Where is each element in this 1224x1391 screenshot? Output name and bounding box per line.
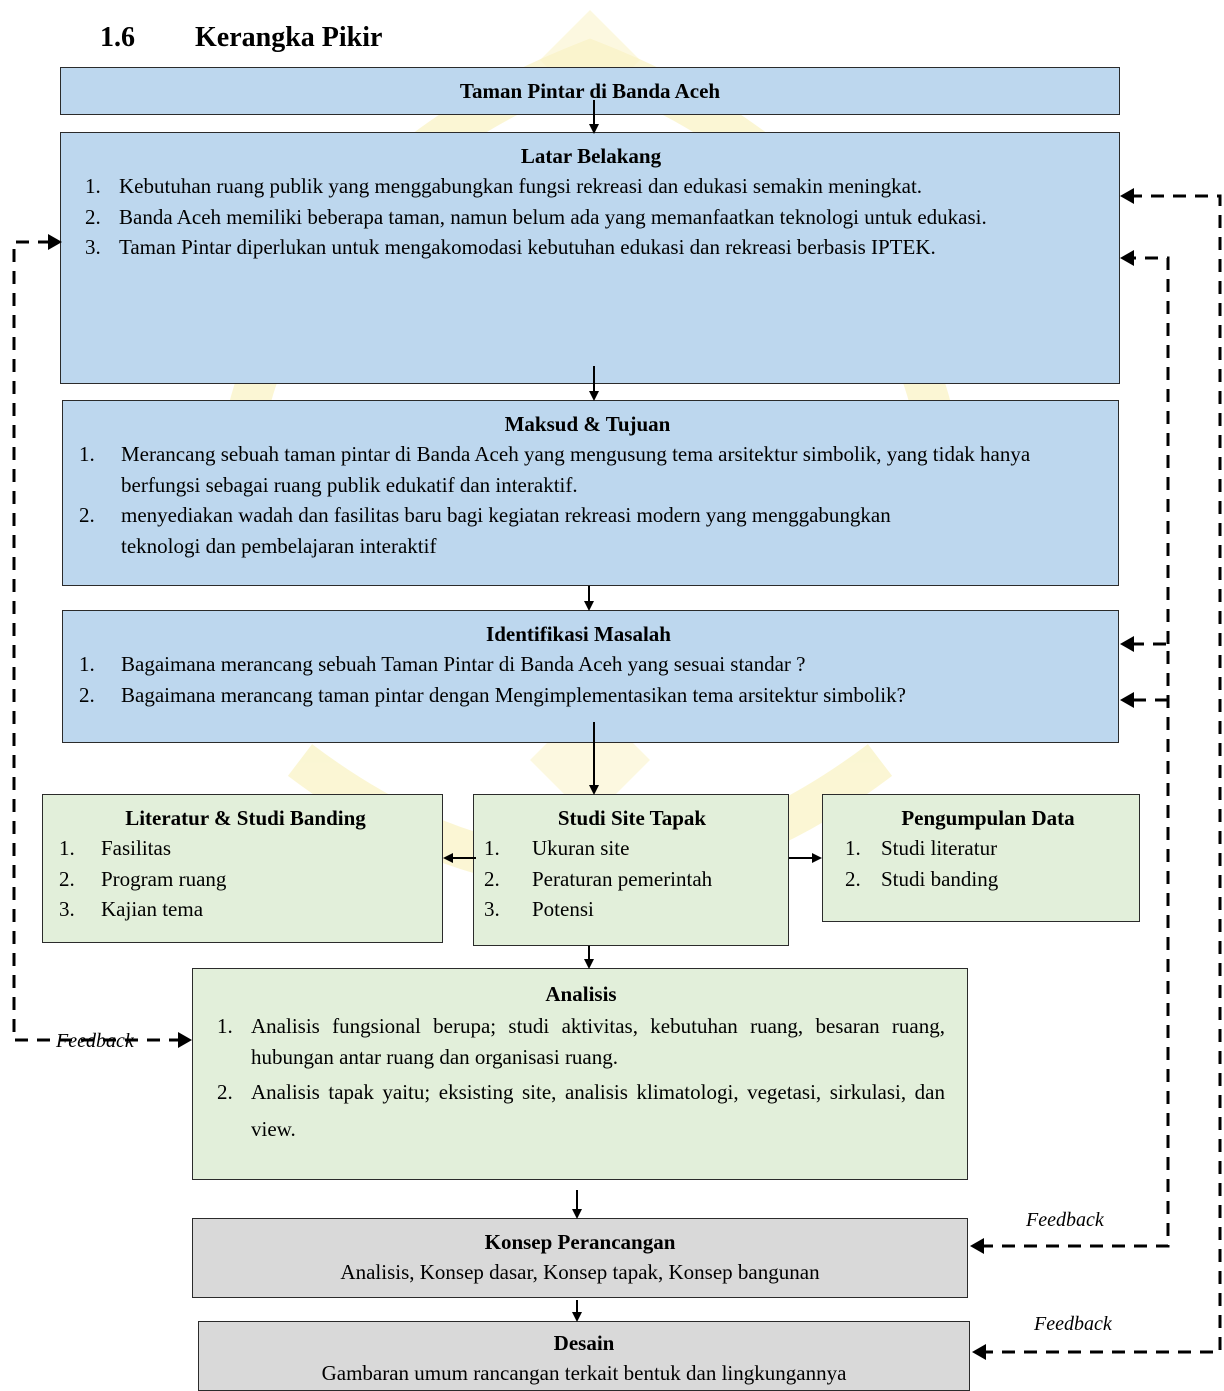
desain-title: Desain [553, 1331, 615, 1355]
list-item: 2.Bagaimana merancang taman pintar denga… [79, 682, 906, 707]
list-item: 3.Kajian tema [59, 897, 204, 922]
maksud-tujuan-list: 1.Merancang sebuah taman pintar di Banda… [79, 439, 1096, 561]
arrowhead-right-latar-1 [1120, 188, 1134, 204]
feedback-label-konsep: Feedback [1026, 1209, 1104, 1231]
box-pengumpulan-data: Pengumpulan Data 1.Studi literatur 2.Stu… [822, 794, 1140, 922]
section-number: 1.6 [100, 22, 135, 53]
list-item: 2.Analisis tapak yaitu; eksisting site, … [217, 1079, 945, 1142]
section-title: Kerangka Pikir [195, 22, 383, 53]
box-taman-pintar: Taman Pintar di Banda Aceh [60, 67, 1120, 115]
box-analisis: Analisis 1.Analisis fungsional berupa; s… [192, 968, 968, 1180]
box-latar-belakang: Latar Belakang 1.Kebutuhan ruang publik … [60, 132, 1120, 384]
list-item: 2.Program ruang [59, 866, 227, 891]
studi-site-title: Studi Site Tapak [557, 806, 707, 830]
box-konsep-perancangan: Konsep Perancangan Analisis, Konsep dasa… [192, 1218, 968, 1298]
feedback-loop-konsep [980, 642, 1170, 1248]
latar-belakang-list: 1.Kebutuhan ruang publik yang menggabung… [85, 171, 1097, 262]
list-item: 3.Taman Pintar diperlukan untuk mengakom… [85, 235, 936, 260]
list-item: 1.Bagaimana merancang sebuah Taman Pinta… [79, 652, 806, 677]
list-item: 2.Banda Aceh memiliki beberapa taman, na… [85, 204, 987, 229]
arrowhead-left-analisis [178, 1032, 192, 1048]
list-item: 2.Studi banding [845, 866, 999, 891]
analisis-list: 1.Analisis fungsional berupa; studi akti… [217, 1011, 945, 1150]
literatur-title: Literatur & Studi Banding [125, 806, 366, 830]
feedback-branch-latar [1128, 256, 1170, 644]
list-item: 2.menyediakan wadah dan fasilitas baru b… [79, 503, 891, 558]
list-item: 2.Peraturan pemerintah [484, 866, 713, 891]
arrowhead-left-latar [48, 234, 62, 250]
arrowhead-right-identifikasi-2 [1120, 692, 1134, 708]
box-maksud-tujuan: Maksud & Tujuan 1.Merancang sebuah taman… [62, 400, 1119, 586]
latar-belakang-title: Latar Belakang [520, 144, 662, 168]
list-item: 1.Kebutuhan ruang publik yang menggabung… [85, 174, 923, 199]
studi-site-list: 1.Ukuran site 2.Peraturan pemerintah 3.P… [484, 833, 780, 924]
pengumpulan-data-title: Pengumpulan Data [901, 806, 1075, 830]
feedback-label-desain: Feedback [1034, 1313, 1112, 1335]
arrowhead-konsep [970, 1238, 984, 1254]
list-item: 1.Merancang sebuah taman pintar di Banda… [79, 442, 1031, 497]
literatur-list: 1.Fasilitas 2.Program ruang 3.Kajian tem… [59, 833, 432, 924]
konsep-description: Analisis, Konsep dasar, Konsep tapak, Ko… [340, 1260, 820, 1285]
konsep-title: Konsep Perancangan [484, 1230, 676, 1254]
section-heading: 1.6 Kerangka Pikir [100, 22, 382, 54]
list-item: 3.Potensi [484, 897, 594, 922]
arrowhead-right-identifikasi-1 [1120, 636, 1134, 652]
identifikasi-masalah-title: Identifikasi Masalah [486, 622, 671, 646]
box-taman-pintar-title: Taman Pintar di Banda Aceh [459, 79, 721, 103]
pengumpulan-data-list: 1.Studi literatur 2.Studi banding [845, 833, 1131, 894]
list-item: 1.Analisis fungsional berupa; studi akti… [217, 1013, 945, 1070]
feedback-loop-desain [980, 194, 1222, 1354]
analisis-title: Analisis [545, 982, 617, 1006]
maksud-tujuan-title: Maksud & Tujuan [504, 412, 671, 436]
arrowhead-desain [972, 1344, 986, 1360]
box-literatur-studi-banding: Literatur & Studi Banding 1.Fasilitas 2.… [42, 794, 443, 943]
list-item: 1.Ukuran site [484, 836, 630, 861]
list-item: 1.Studi literatur [845, 836, 998, 861]
box-identifikasi-masalah: Identifikasi Masalah 1.Bagaimana meranca… [62, 610, 1119, 743]
list-item: 1.Fasilitas [59, 836, 172, 861]
feedback-loop-left [12, 240, 182, 1042]
box-studi-site-tapak: Studi Site Tapak 1.Ukuran site 2.Peratur… [473, 794, 789, 946]
identifikasi-masalah-list: 1.Bagaimana merancang sebuah Taman Pinta… [79, 649, 1078, 710]
feedback-label-left: Feedback [56, 1030, 134, 1052]
arrowhead-right-latar-2 [1120, 250, 1134, 266]
